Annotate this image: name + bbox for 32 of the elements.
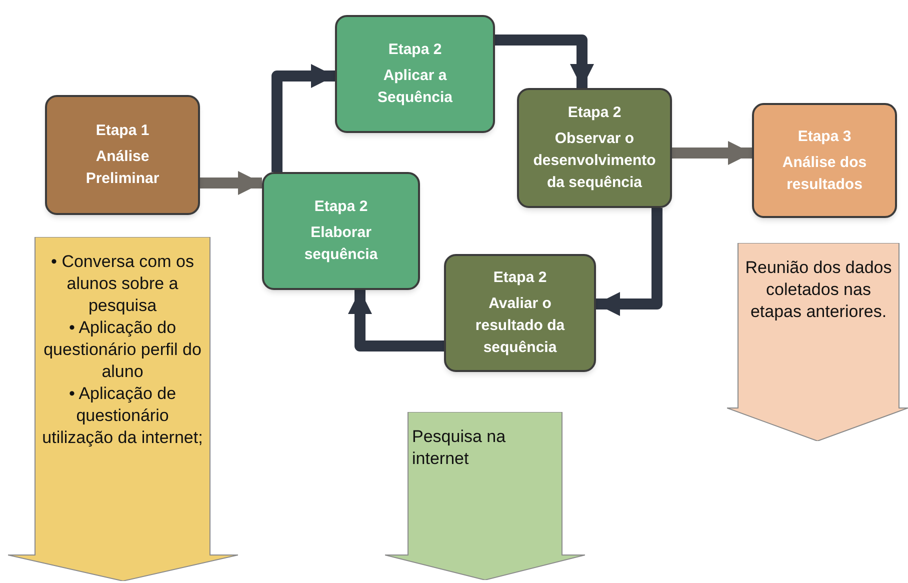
down-arrow-callout xyxy=(727,243,908,441)
stage-title: Elaborar sequência xyxy=(303,223,379,265)
stage-box xyxy=(517,88,672,208)
stage-number: Etapa 2 xyxy=(568,103,622,123)
stage-title: Análise Preliminar xyxy=(84,147,160,189)
stage-box xyxy=(752,103,897,218)
stage-number: Etapa 2 xyxy=(493,268,547,288)
arrow xyxy=(596,208,662,316)
arrow xyxy=(272,64,335,172)
stage-box xyxy=(262,172,420,290)
arrow xyxy=(495,34,594,88)
stage-title: Avaliar o resultado da sequência xyxy=(474,294,566,358)
stage-number: Etapa 2 xyxy=(314,197,368,217)
stage-title: Aplicar a Sequência xyxy=(376,66,454,108)
bullet-item: • Aplicação de questionário utilização da internet; xyxy=(41,383,204,449)
down-arrow-callout xyxy=(385,412,585,580)
stage-title: Análise dos resultados xyxy=(781,152,868,194)
down-arrow-callout xyxy=(8,237,238,581)
arrow xyxy=(672,140,752,166)
stage-number: Etapa 1 xyxy=(96,121,150,141)
arrow xyxy=(200,170,262,196)
stage-box xyxy=(444,254,596,372)
callout-text: Reunião dos dados coletados nas etapas anteriores. xyxy=(744,257,893,323)
bullet-item: • Conversa com os alunos sobre a pesquisa xyxy=(50,251,195,317)
callout-text: Pesquisa na internet xyxy=(412,426,507,470)
stage-number: Etapa 3 xyxy=(798,126,852,146)
arrow xyxy=(348,290,444,352)
stage-number: Etapa 2 xyxy=(388,40,442,60)
stage-box xyxy=(335,15,495,133)
stage-title: Observar o desenvolvimento da sequência xyxy=(533,129,656,193)
bullet-item: • Aplicação do questionário perfil do aluno xyxy=(42,317,202,383)
stage-box xyxy=(45,95,200,215)
